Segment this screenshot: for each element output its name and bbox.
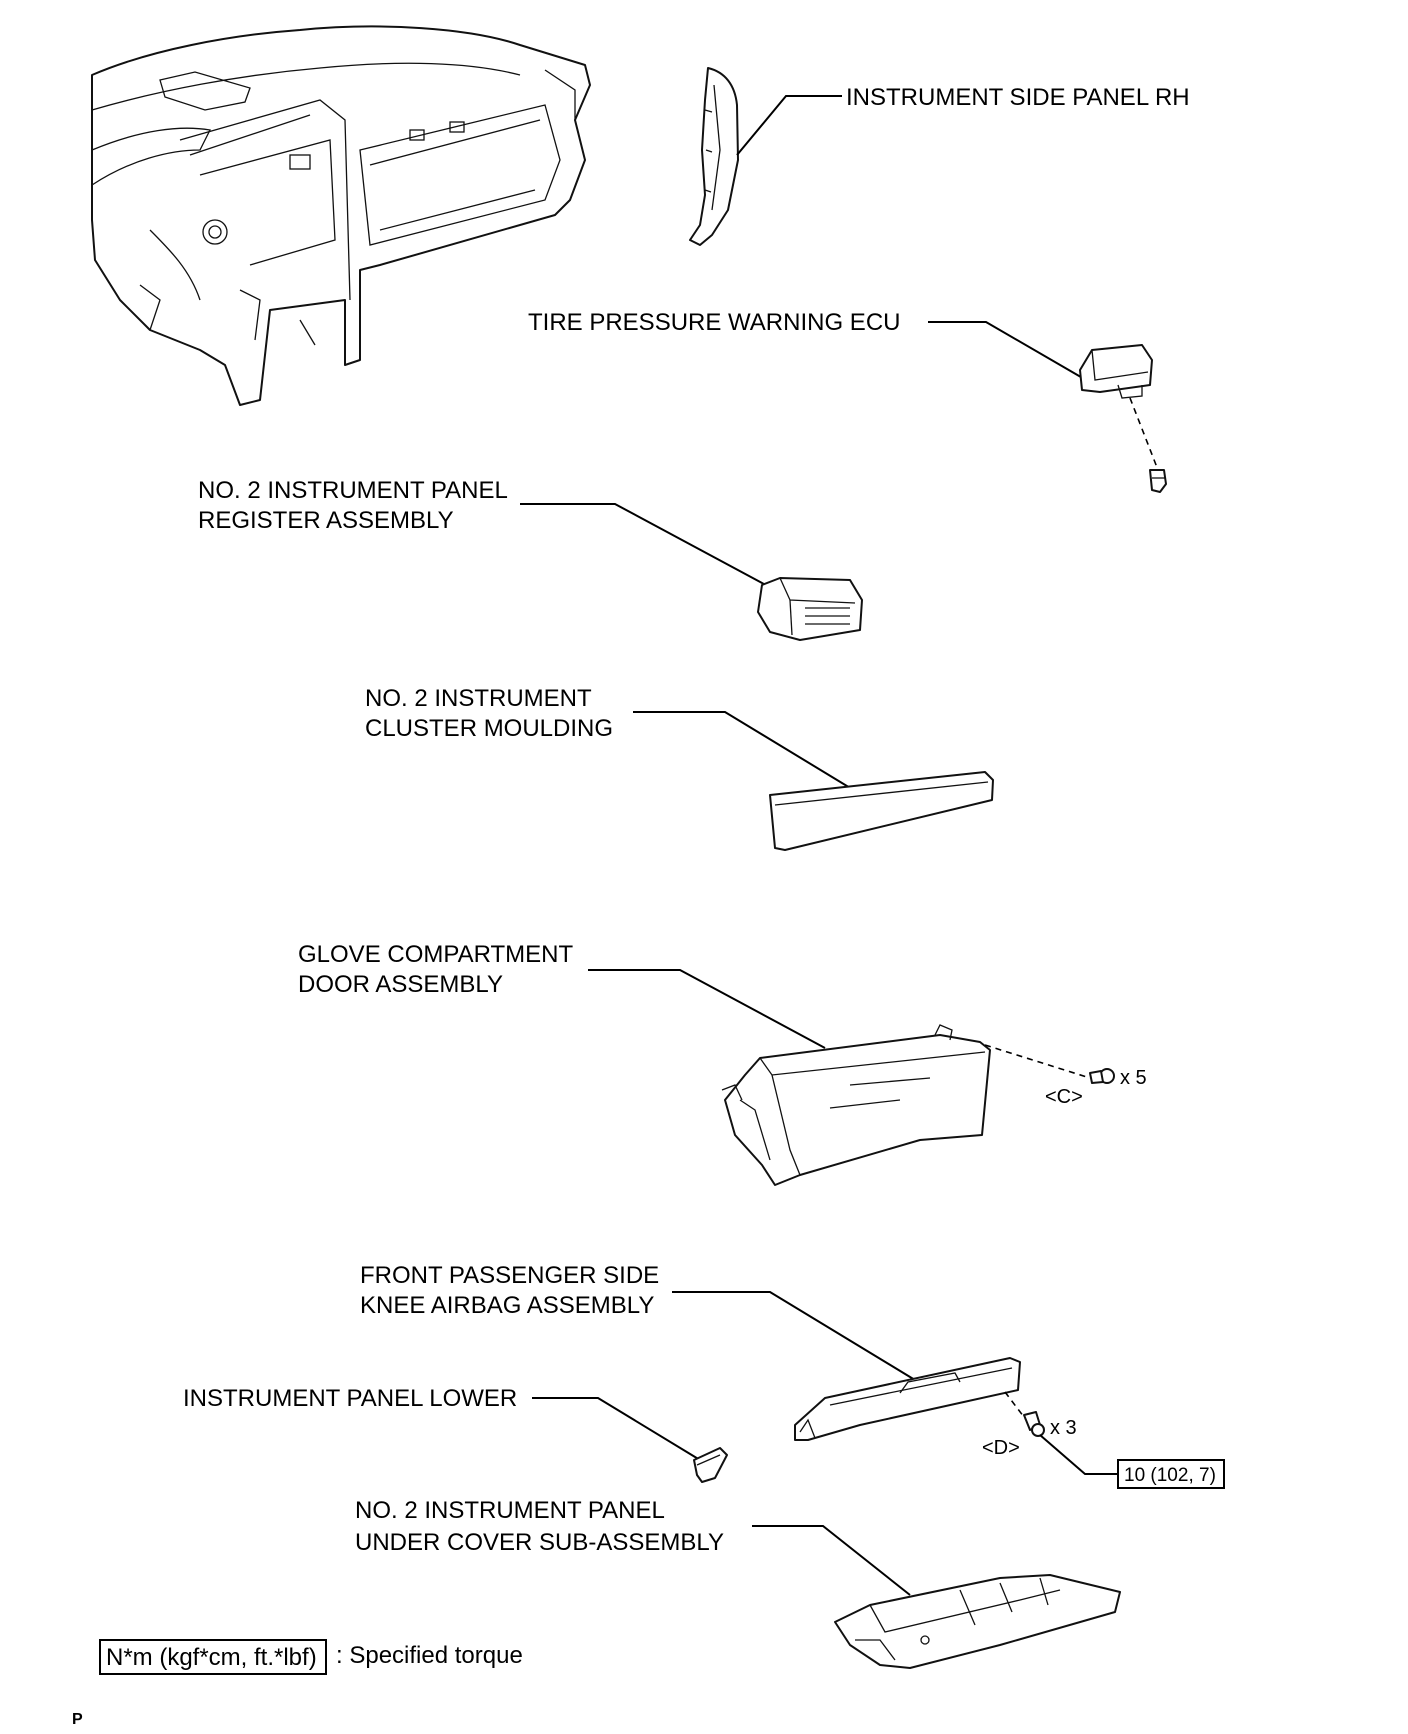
tire-pressure-warning-ecu-part xyxy=(1079,344,1153,399)
moulding-label-line1: NO. 2 INSTRUMENT xyxy=(365,685,592,712)
screw-c-part xyxy=(1089,1068,1115,1084)
register-label-line1: NO. 2 INSTRUMENT PANEL xyxy=(198,477,508,504)
knee-airbag-leader xyxy=(672,1291,916,1381)
torque-leader xyxy=(1039,1434,1118,1475)
side-panel-leader xyxy=(736,95,842,156)
torque-legend-text: : Specified torque xyxy=(336,1642,523,1669)
knee-airbag-label-line2: KNEE AIRBAG ASSEMBLY xyxy=(360,1292,654,1319)
page-marker: P xyxy=(72,1711,83,1728)
glove-compartment-door-part xyxy=(721,1024,991,1186)
instrument-panel-lower-part xyxy=(693,1447,728,1483)
bolt-d-code: <D> xyxy=(982,1437,1020,1459)
register-label-line2: REGISTER ASSEMBLY xyxy=(198,507,454,534)
torque-legend-box xyxy=(99,1639,327,1675)
moulding-leader xyxy=(633,711,871,801)
torque-legend-units: N*m (kgf*cm, ft.*lbf) xyxy=(106,1644,317,1671)
screw-c-quantity: x 5 xyxy=(1120,1067,1147,1089)
tpw-ecu-label: TIRE PRESSURE WARNING ECU xyxy=(528,309,900,336)
tpw-ecu-leader xyxy=(928,321,1087,381)
glove-label-line1: GLOVE COMPARTMENT xyxy=(298,941,573,968)
moulding-label-line2: CLUSTER MOULDING xyxy=(365,715,613,742)
ecu-bolt-part xyxy=(1149,469,1167,493)
glove-screw-dashed-line xyxy=(984,1044,1091,1079)
register-leader xyxy=(520,503,776,591)
torque-value: 10 (102, 7) xyxy=(1124,1465,1216,1486)
knee-airbag-assembly-part xyxy=(794,1357,1021,1441)
cluster-moulding-part xyxy=(769,771,994,851)
bolt-d-part xyxy=(1023,1411,1045,1437)
under-cover-sub-assembly-part xyxy=(834,1574,1121,1669)
instrument-side-panel-rh-part xyxy=(689,67,739,246)
panel-lower-label: INSTRUMENT PANEL LOWER xyxy=(183,1385,517,1412)
glove-label-line2: DOOR ASSEMBLY xyxy=(298,971,503,998)
bolt-d-quantity: x 3 xyxy=(1050,1417,1077,1439)
glove-leader xyxy=(588,969,826,1049)
torque-value-box xyxy=(1117,1459,1225,1489)
side-panel-label: INSTRUMENT SIDE PANEL RH xyxy=(846,84,1190,111)
under-cover-label-line1: NO. 2 INSTRUMENT PANEL xyxy=(355,1497,665,1524)
ecu-bolt-dashed-line xyxy=(1129,397,1159,471)
panel-lower-leader xyxy=(532,1397,701,1461)
screw-c-code: <C> xyxy=(1045,1086,1083,1108)
under-cover-leader xyxy=(752,1525,911,1596)
register-assembly-part xyxy=(757,577,863,641)
knee-airbag-label-line1: FRONT PASSENGER SIDE xyxy=(360,1262,659,1289)
under-cover-label-line2: UNDER COVER SUB-ASSEMBLY xyxy=(355,1529,724,1556)
instrument-panel-illustration xyxy=(91,25,591,406)
